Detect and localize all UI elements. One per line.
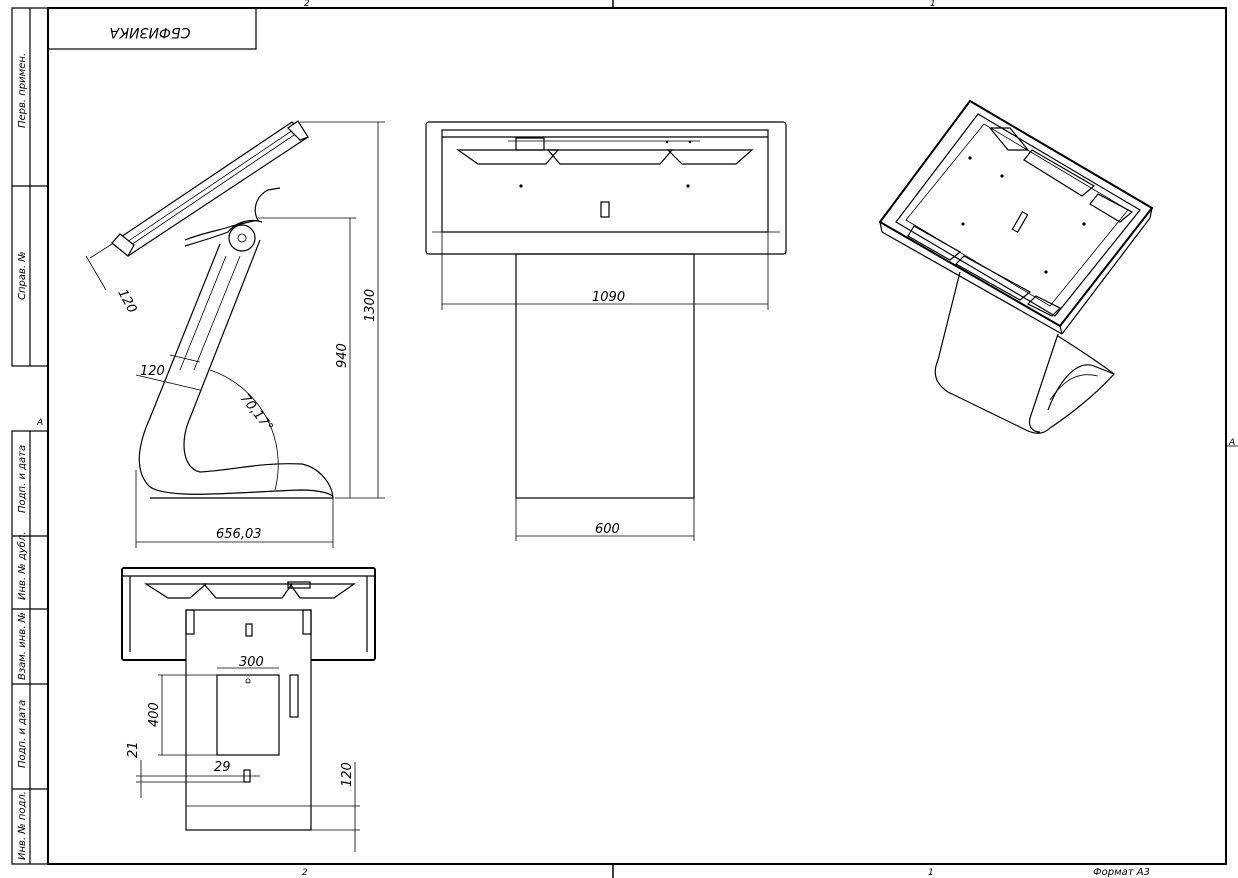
title-box-label: СБФИЗИКА — [110, 24, 191, 40]
dim-side-thickness: 120 — [140, 364, 165, 379]
bottom-view — [121, 567, 376, 852]
dim-side-screen: 120 — [114, 287, 139, 316]
zone-mark-side-right: А — [1228, 438, 1235, 448]
dim-bottom-hatch-height: 400 — [147, 702, 162, 727]
front-view — [425, 121, 787, 541]
dim-side-height-total: 1300 — [363, 289, 378, 322]
dim-side-height-mid: 940 — [335, 343, 350, 368]
stamp-perv-primen: Перв. примен. — [17, 53, 28, 128]
stamp-podp-data-bottom: Подп. и дата — [17, 700, 28, 768]
stamp-vzam-inv: Взам. инв. № — [17, 612, 28, 680]
dim-front-top-width: 1090 — [592, 290, 625, 305]
stamp-inv-dubl: Инв. № дубл. — [16, 532, 28, 600]
zone-mark-bottom-right: 1 — [928, 868, 934, 878]
stamp-podp-data-top: Подп. и дата — [17, 445, 28, 513]
dim-front-base-width: 600 — [595, 522, 620, 537]
dim-bottom-foot: 120 — [340, 762, 355, 787]
format-label: Формат А3 — [1093, 867, 1150, 878]
dim-bottom-offset-y: 21 — [126, 741, 141, 758]
zone-mark-bottom-left: 2 — [302, 868, 308, 878]
side-stamp — [11, 7, 49, 865]
isometric-view — [878, 99, 1154, 434]
side-view — [85, 120, 385, 548]
zone-mark-top-left: 2 — [304, 0, 310, 9]
zone-mark-top-right: 1 — [930, 0, 936, 9]
dim-side-angle: 70,17° — [237, 391, 276, 435]
stamp-inv-podl: Инв. № подл. — [17, 791, 28, 860]
dim-side-width: 656,03 — [216, 527, 262, 542]
stamp-sprav-no: Справ. № — [17, 251, 28, 300]
title-box: СБФИЗИКА — [47, 7, 257, 50]
dim-bottom-hatch-width: 300 — [239, 655, 264, 670]
dim-bottom-offset-x: 29 — [214, 760, 231, 775]
zone-mark-side-left: А — [36, 418, 43, 428]
